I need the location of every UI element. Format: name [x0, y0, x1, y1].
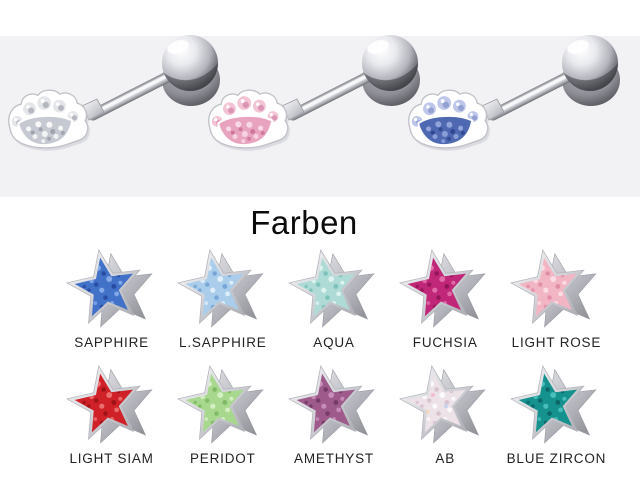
color-label: FUCHSIA: [412, 335, 478, 350]
color-label: L.SAPPHIRE: [179, 335, 267, 350]
swatch-peridot: PERIDOT: [167, 358, 278, 466]
product-photo-strip: [0, 36, 640, 197]
color-row-2: LIGHT SIAM PERIDOT AMETHYST AB BLUE ZIRC…: [56, 358, 612, 466]
star-jewel-icon: [283, 242, 385, 330]
barbell-blue-paw: [400, 30, 620, 190]
star-jewel-icon: [172, 242, 274, 330]
color-label: LIGHT SIAM: [69, 451, 154, 466]
swatch-light-siam: LIGHT SIAM: [56, 358, 167, 466]
color-label: AQUA: [313, 335, 355, 350]
color-label: AMETHYST: [294, 451, 374, 466]
section-title-farben: Farben: [250, 204, 358, 241]
color-label: BLUE ZIRCON: [506, 451, 607, 466]
swatch-blue-zircon: BLUE ZIRCON: [501, 358, 612, 466]
swatch-ab: AB: [390, 358, 501, 466]
color-label: AB: [435, 451, 456, 466]
star-jewel-icon: [394, 242, 496, 330]
star-jewel-icon: [394, 358, 496, 446]
swatch-amethyst: AMETHYST: [278, 358, 389, 466]
color-label: LIGHT ROSE: [511, 335, 602, 350]
star-jewel-icon: [505, 358, 607, 446]
barbell-pink-paw: [200, 30, 420, 190]
swatch-aqua: AQUA: [278, 242, 389, 350]
color-label: PERIDOT: [190, 451, 256, 466]
swatch-sapphire: SAPPHIRE: [56, 242, 167, 350]
swatch-light-rose: LIGHT ROSE: [501, 242, 612, 350]
star-jewel-icon: [172, 358, 274, 446]
star-jewel-icon: [505, 242, 607, 330]
color-row-1: SAPPHIRE L.SAPPHIRE AQUA FUCHSIA LIGHT R…: [56, 242, 612, 350]
barbell-clear-paw: [0, 30, 220, 190]
star-jewel-icon: [61, 358, 163, 446]
color-label: SAPPHIRE: [74, 335, 149, 350]
swatch-fuchsia: FUCHSIA: [390, 242, 501, 350]
star-jewel-icon: [283, 358, 385, 446]
swatch-light-sapphire: L.SAPPHIRE: [167, 242, 278, 350]
star-jewel-icon: [61, 242, 163, 330]
